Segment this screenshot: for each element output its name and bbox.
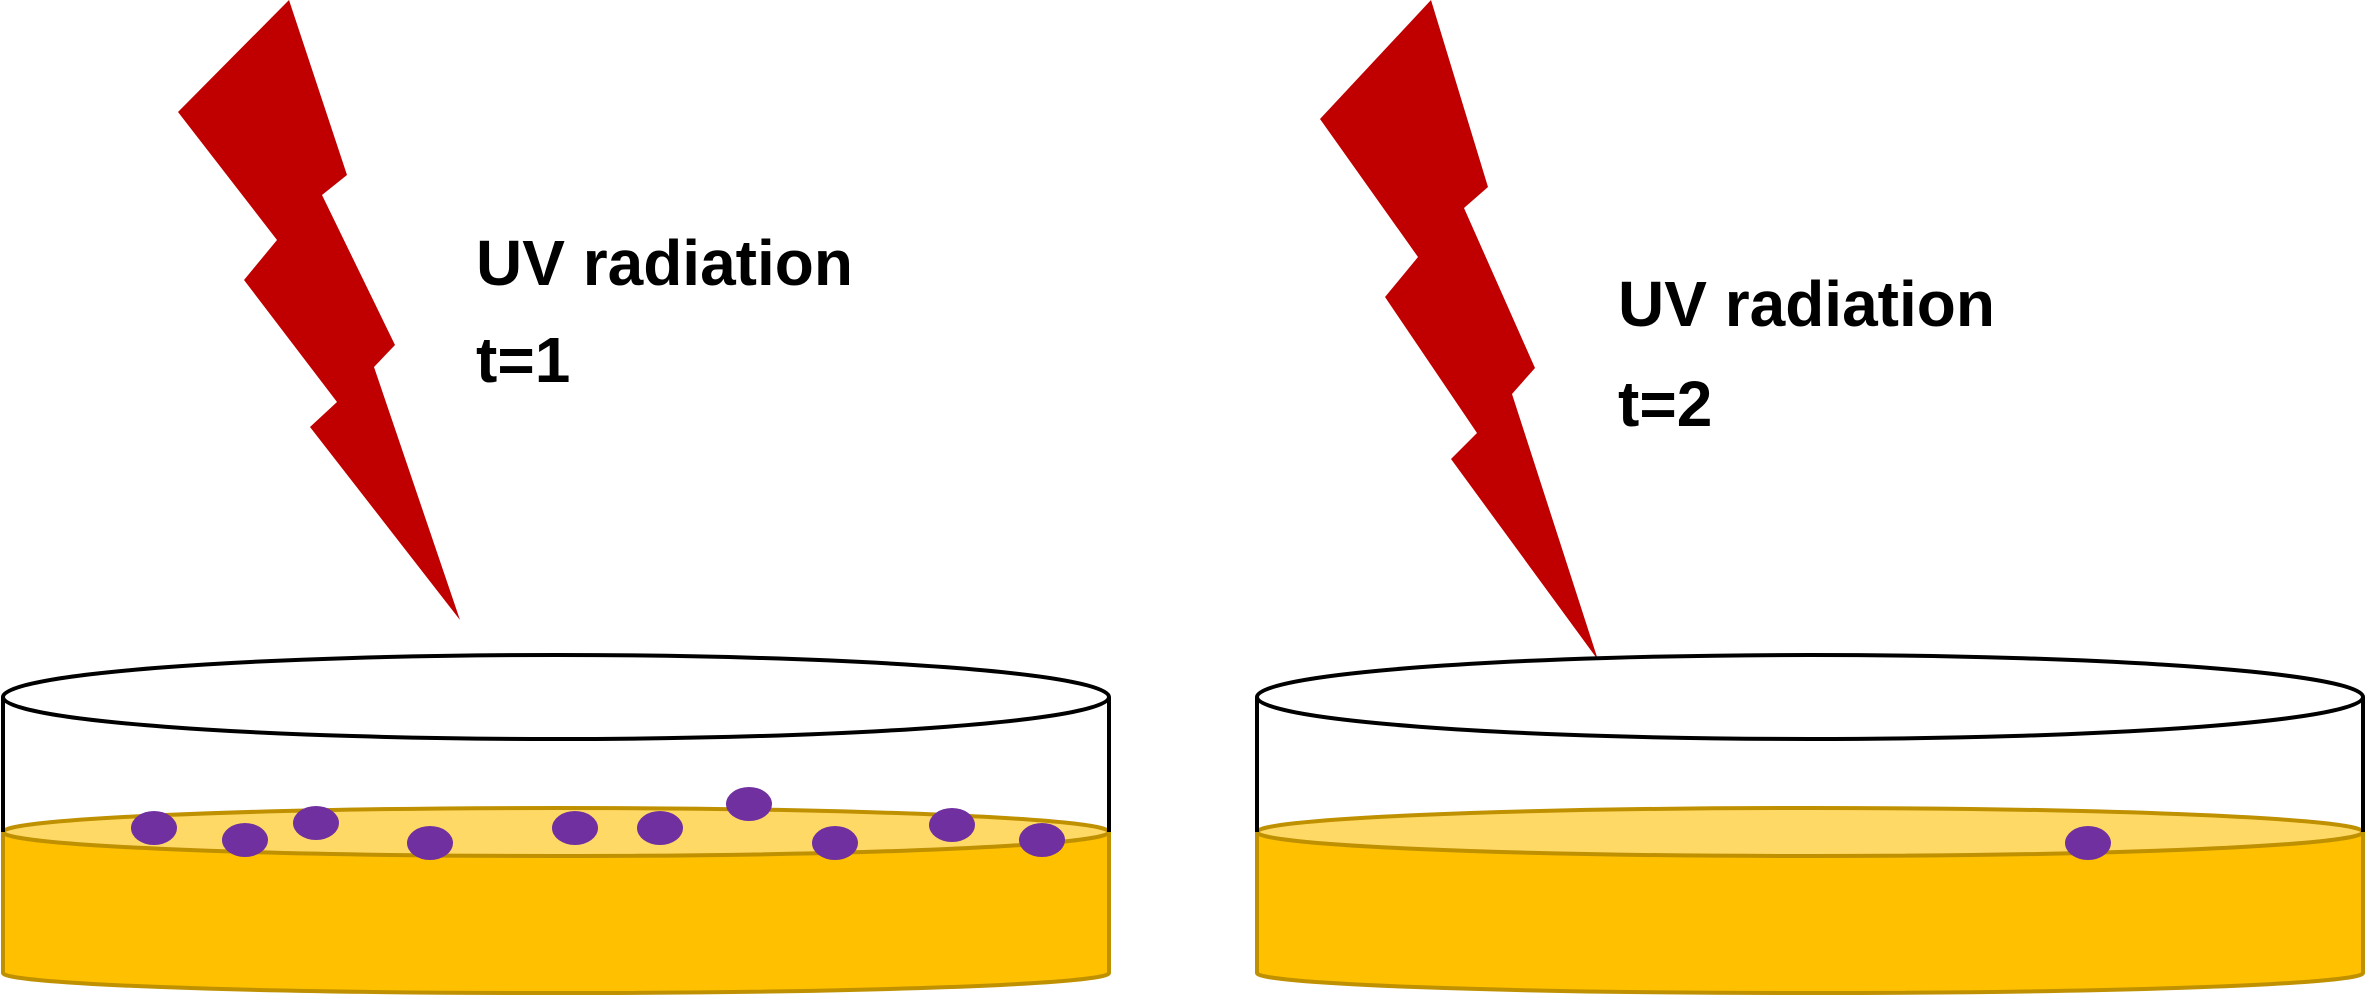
- medium-body: [1, 830, 1111, 996]
- medium-surface: [1255, 806, 2365, 858]
- cell: [2065, 826, 2111, 860]
- panel-t2: UV radiation t=2: [1255, 0, 2365, 996]
- medium-body: [1255, 830, 2365, 996]
- dish-rim: [1255, 653, 2365, 741]
- dish-rim: [1, 653, 1111, 741]
- time-label: t=2: [1618, 368, 1712, 440]
- cell: [293, 806, 339, 840]
- petri-dish: [1255, 653, 2365, 996]
- lightning-bolt-icon: [178, 0, 460, 620]
- panel-t1: UV radiation t=1: [1, 0, 1111, 996]
- cell-group: [2065, 826, 2111, 860]
- cell: [726, 787, 772, 821]
- cell: [1019, 823, 1065, 857]
- cell: [131, 811, 177, 845]
- lightning-bolt-icon: [1320, 0, 1598, 660]
- cell: [407, 826, 453, 860]
- cell: [552, 811, 598, 845]
- radiation-label: UV radiation: [1618, 268, 1995, 340]
- cell: [812, 826, 858, 860]
- petri-dish: [1, 653, 1111, 996]
- radiation-label: UV radiation: [476, 227, 853, 299]
- cell: [637, 811, 683, 845]
- time-label: t=1: [476, 324, 570, 396]
- cell-group: [131, 787, 1065, 860]
- cell: [929, 808, 975, 842]
- cell: [222, 823, 268, 857]
